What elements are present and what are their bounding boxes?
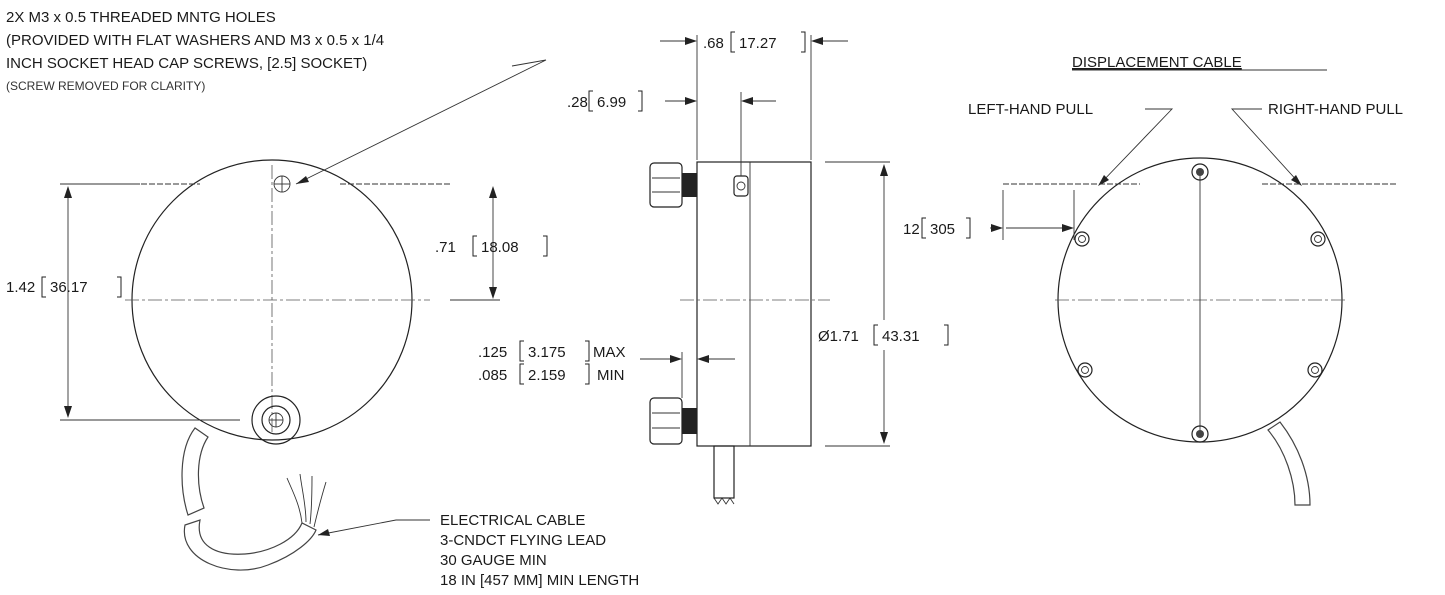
holes-note-line-1: 2X M3 x 0.5 THREADED MNTG HOLES [6, 9, 276, 26]
top-knob [649, 162, 683, 208]
cable-dim-mm: 305 [930, 221, 955, 238]
flying-lead-1 [286, 477, 303, 524]
width-dim-in: .68 [703, 35, 724, 52]
cable-note-line-1: ELECTRICAL CABLE [440, 512, 585, 529]
side-mounting-hole [733, 175, 749, 197]
holes-leader-arrow [296, 176, 309, 184]
side-body-rect [696, 161, 812, 447]
bottom-shaft-inner [261, 405, 291, 435]
flying-lead-3 [309, 475, 313, 525]
electrical-cable-lower [183, 519, 317, 571]
gap-min-mm: 2.159 [528, 367, 566, 384]
hole-upper-right [1310, 231, 1326, 247]
half-dim-mm: 18.08 [481, 239, 519, 256]
top-knob-thread [682, 173, 697, 197]
right-pull-leader [1230, 108, 1301, 185]
bottom-knob [649, 397, 683, 445]
holes-leader-line [295, 59, 547, 185]
left-pull-leader [1099, 108, 1174, 185]
gap-max-in: .125 [478, 344, 507, 361]
electrical-cable-upper [181, 427, 209, 516]
side-cable [713, 445, 735, 499]
gap-max-suffix: MAX [593, 344, 626, 361]
flying-lead-4 [313, 481, 327, 528]
holes-note-line-2: (PROVIDED WITH FLAT WASHERS AND M3 x 0.5… [6, 32, 384, 49]
hole-upper-left [1074, 231, 1090, 247]
hole-lower-left [1077, 362, 1093, 378]
bottom-knob-thread [682, 408, 697, 434]
bottom-shaft-outer [251, 395, 301, 445]
cable-note-line-2: 3-CNDCT FLYING LEAD [440, 532, 606, 549]
gap-min-in: .085 [478, 367, 507, 384]
cable-note-line-3: 30 GAUGE MIN [440, 552, 547, 569]
displacement-title: DISPLACEMENT CABLE [1072, 54, 1242, 71]
cable-leader-line [317, 519, 430, 536]
cable-dim-in: 12 [903, 221, 920, 238]
front-view: 2X M3 x 0.5 THREADED MNTG HOLES (PROVIDE… [6, 9, 639, 589]
gap-min-suffix: MIN [597, 367, 625, 384]
cable-note-line-4: 18 IN [457 MM] MIN LENGTH [440, 572, 639, 589]
width-dim-mm: 17.27 [739, 35, 777, 52]
diameter-dim-mm: 43.31 [882, 328, 920, 345]
diameter-dim-in: Ø1.71 [818, 328, 859, 345]
holes-note-line-4: (SCREW REMOVED FOR CLARITY) [6, 79, 205, 93]
displacement-view: DISPLACEMENT CABLE LEFT-HAND PULL RIGHT-… [903, 54, 1403, 506]
holes-note-line-3: INCH SOCKET HEAD CAP SCREWS, [2.5] SOCKE… [6, 55, 367, 72]
bottom-bolt [1191, 425, 1209, 443]
displacement-electrical-cable [1267, 421, 1311, 506]
flying-lead-2 [299, 473, 307, 523]
hole-lower-right [1307, 362, 1323, 378]
gap-max-mm: 3.175 [528, 344, 566, 361]
right-hand-pull-label: RIGHT-HAND PULL [1268, 101, 1403, 118]
half-dim-in: .71 [435, 239, 456, 256]
side-view: .68 17.27 .28 6.99 .125 3.175 MAX .085 2… [478, 31, 949, 505]
height-dim-in: 1.42 [6, 279, 35, 296]
hole-dim-in: .28 [567, 94, 588, 111]
left-hand-pull-label: LEFT-HAND PULL [968, 101, 1093, 118]
height-dim-mm: 36.17 [50, 279, 88, 296]
hole-dim-mm: 6.99 [597, 94, 626, 111]
top-bolt [1191, 163, 1209, 181]
